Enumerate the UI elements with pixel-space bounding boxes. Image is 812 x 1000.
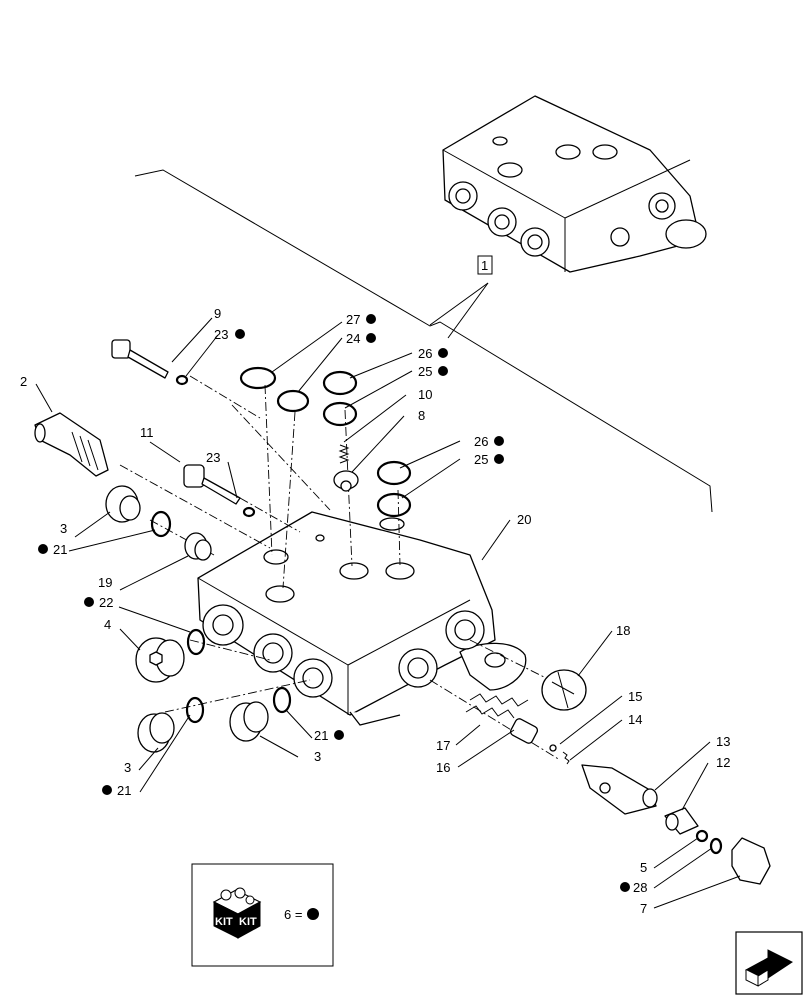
part-label-17: 17: [436, 738, 450, 753]
o-ring-part-22: [186, 628, 206, 656]
part-label-20: 20: [517, 512, 531, 527]
part-label-25-upper: 25: [418, 364, 432, 379]
plug-part-3-upper: [105, 485, 141, 523]
kit-marker-icon: [366, 314, 376, 324]
part-label-18: 18: [616, 623, 630, 638]
valve-section-body: [197, 511, 527, 726]
reference-lines: [134, 169, 713, 513]
part-label-10: 10: [418, 387, 432, 402]
o-ring-part-23-lower: [242, 506, 256, 518]
kit-marker-icon: [84, 597, 94, 607]
plug-part-3-lower-left: [137, 712, 175, 753]
part-label-22: 22: [99, 595, 113, 610]
relief-cartridge-part-13: [581, 764, 658, 815]
ball-part-15: [549, 744, 557, 752]
plug-part-11: [183, 464, 241, 505]
poppet-part-8: [333, 470, 359, 492]
part-label-13: 13: [716, 734, 730, 749]
part-label-27: 27: [346, 312, 360, 327]
part-label-21-lower-left: 21: [117, 783, 131, 798]
kit-box-icon: KIT KIT: [212, 887, 262, 939]
part-label-3-lower-left: 3: [124, 760, 131, 775]
spring-part-14: [562, 751, 570, 765]
leader-lines: [35, 317, 741, 909]
part-label-16: 16: [436, 760, 450, 775]
spool-plug-part-9: [111, 339, 169, 379]
part-label-26-upper: 26: [418, 346, 432, 361]
kit-badge-right: KIT: [239, 916, 257, 928]
part-label-23-lower: 23: [206, 450, 220, 465]
kit-marker-icon: [235, 329, 245, 339]
kit-legend-text: 6 =: [284, 907, 302, 922]
plug-part-3-lower-center: [229, 701, 269, 742]
filled-circle-icon: [307, 908, 319, 920]
seal-ring-part-25-lower: [376, 492, 412, 518]
part-label-19: 19: [98, 575, 112, 590]
spring-part-17: [465, 693, 529, 719]
o-ring-part-21-lower-left: [185, 696, 205, 724]
part-label-5: 5: [640, 860, 647, 875]
kit-marker-icon: [438, 348, 448, 358]
kit-marker-icon: [102, 785, 112, 795]
o-ring-part-21-upper: [150, 510, 172, 538]
seal-ring-part-25-upper: [322, 401, 358, 427]
seal-ring-part-24: [276, 389, 310, 413]
kit-marker-icon: [334, 730, 344, 740]
part-label-9: 9: [214, 306, 221, 321]
part-label-11: 11: [140, 425, 154, 440]
part-label-3-upper: 3: [60, 521, 67, 536]
sleeve-part-12: [664, 807, 699, 835]
part-label-2: 2: [20, 374, 27, 389]
part-label-3-lower-center: 3: [314, 749, 321, 764]
kit-badge-left: KIT: [215, 916, 233, 928]
part-label-26-lower: 26: [474, 434, 488, 449]
plug-part-19: [184, 532, 212, 561]
next-page-arrow-icon[interactable]: [735, 931, 803, 995]
part-label-15: 15: [628, 689, 642, 704]
part-label-21-lower-center: 21: [314, 728, 328, 743]
part-label-21-upper: 21: [53, 542, 67, 557]
part-label-23-upper: 23: [214, 327, 228, 342]
kit-marker-icon: [438, 366, 448, 376]
kit-legend: KIT KIT 6 =: [191, 863, 334, 967]
piston-part-16: [509, 718, 539, 744]
part-label-25-lower: 25: [474, 452, 488, 467]
part-label-24: 24: [346, 331, 360, 346]
adapter-part-2: [34, 412, 109, 477]
part-label-7: 7: [640, 901, 647, 916]
part-label-12: 12: [716, 755, 730, 770]
washer-part-5: [695, 829, 709, 843]
part-label-8: 8: [418, 408, 425, 423]
part-label-28: 28: [633, 880, 647, 895]
cap-part-7: [731, 837, 771, 885]
kit-marker-icon: [366, 333, 376, 343]
o-ring-part-23-upper: [175, 374, 189, 386]
kit-marker-icon: [620, 882, 630, 892]
plug-part-4: [135, 637, 185, 683]
plug-part-18: [541, 669, 587, 711]
kit-marker-icon: [494, 436, 504, 446]
spring-part-10: [338, 444, 350, 464]
part-label-14: 14: [628, 712, 642, 727]
seal-ring-part-27: [239, 366, 277, 390]
assembly-guide-lines: [119, 375, 561, 761]
part-label-1: 1: [481, 258, 488, 273]
assembled-valve-block: [442, 95, 707, 273]
callout-box-1: [477, 255, 493, 275]
seal-ring-part-26-lower: [376, 460, 412, 486]
kit-marker-icon: [494, 454, 504, 464]
o-ring-part-28: [709, 837, 723, 855]
kit-marker-icon: [38, 544, 48, 554]
o-ring-part-21-lower-center: [272, 686, 292, 714]
seal-ring-part-26-upper: [322, 370, 358, 396]
part-label-4: 4: [104, 617, 111, 632]
